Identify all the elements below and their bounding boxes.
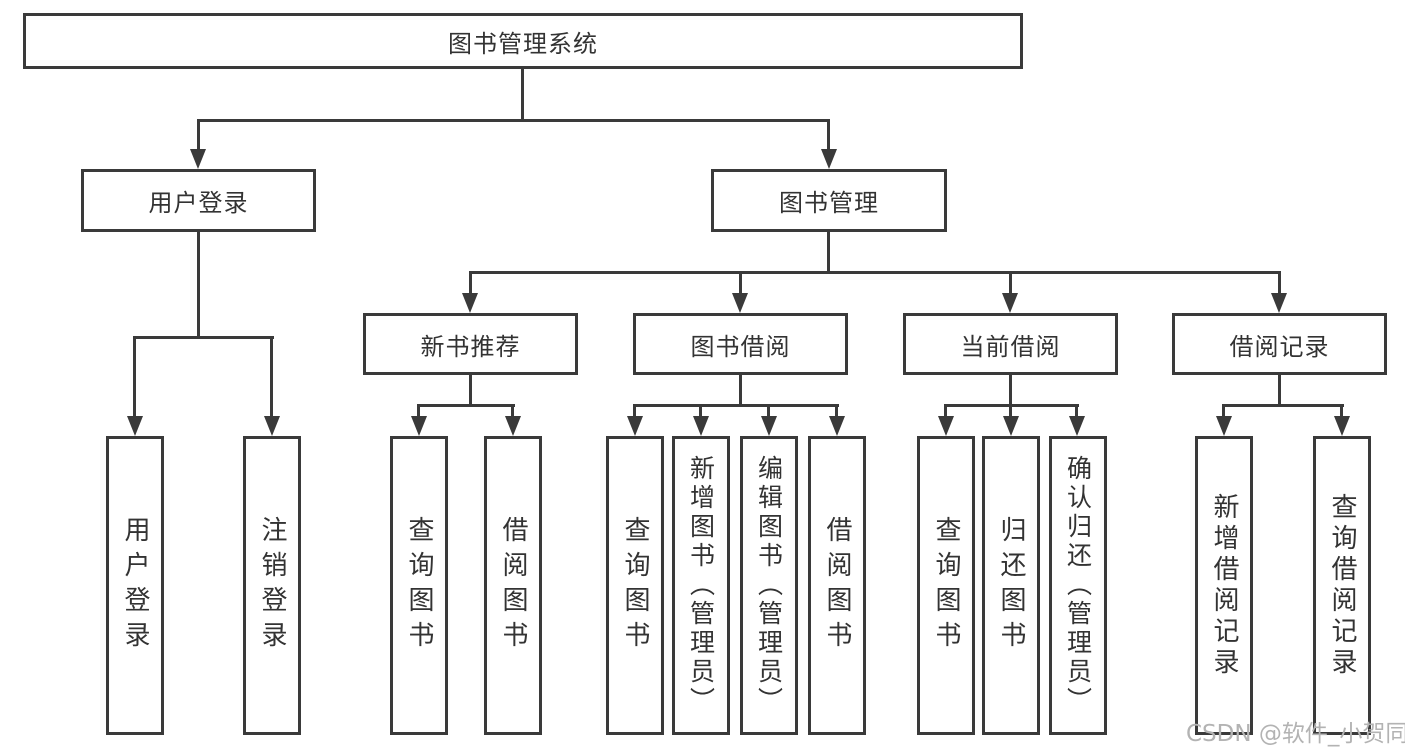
connector-line — [1075, 404, 1078, 418]
node-root-system: 图书管理系统 — [23, 13, 1023, 69]
leaf-return-books: 归还图书 — [982, 436, 1040, 735]
arrowhead-icon — [1216, 416, 1232, 436]
connector-line — [270, 336, 273, 418]
leaf-logout-label: 注销登录 — [257, 515, 287, 656]
connector-line — [197, 119, 200, 151]
arrowhead-icon — [127, 416, 143, 436]
arrowhead-icon — [411, 416, 427, 436]
leaf-current-query-books: 查询图书 — [917, 436, 975, 735]
arrowhead-icon — [821, 149, 837, 169]
leaf-edit-books-admin-label: 编辑图书（管理员） — [754, 455, 784, 716]
connector-line — [521, 69, 524, 120]
connector-line — [835, 404, 838, 418]
leaf-query-borrow-record-label: 查询借阅记录 — [1327, 492, 1357, 679]
connector-line — [1278, 271, 1281, 295]
connector-line — [827, 119, 830, 151]
node-user-login: 用户登录 — [81, 169, 316, 232]
connector-line — [1340, 404, 1343, 418]
connector-line — [1222, 404, 1225, 418]
leaf-query-borrow-record: 查询借阅记录 — [1313, 436, 1371, 735]
arrowhead-icon — [761, 416, 777, 436]
leaf-borrow-books: 借阅图书 — [808, 436, 866, 735]
leaf-add-books-admin: 新增图书（管理员） — [672, 436, 730, 735]
connector-line — [469, 271, 472, 295]
node-book-borrow: 图书借阅 — [633, 313, 848, 375]
leaf-user-login-label: 用户登录 — [120, 515, 150, 656]
leaf-add-books-admin-label: 新增图书（管理员） — [686, 455, 716, 716]
arrowhead-icon — [627, 416, 643, 436]
connector-line — [469, 375, 472, 406]
connector-line — [699, 404, 702, 418]
leaf-recommend-query-books-label: 查询图书 — [404, 515, 434, 656]
arrowhead-icon — [1334, 416, 1350, 436]
leaf-recommend-borrow-books: 借阅图书 — [484, 436, 542, 735]
node-current-borrow: 当前借阅 — [903, 313, 1118, 375]
csdn-watermark: CSDN @软件_小贺同学 — [1186, 721, 1405, 747]
leaf-current-query-books-label: 查询图书 — [931, 515, 961, 656]
leaf-borrow-books-label: 借阅图书 — [822, 515, 852, 656]
arrowhead-icon — [1002, 293, 1018, 313]
connector-line — [1009, 375, 1012, 406]
connector-line — [1278, 375, 1281, 406]
connector-line — [633, 404, 839, 407]
arrowhead-icon — [1271, 293, 1287, 313]
connector-line — [417, 404, 420, 418]
node-borrow-records: 借阅记录 — [1172, 313, 1387, 375]
node-book-management: 图书管理 — [711, 169, 947, 232]
arrowhead-icon — [938, 416, 954, 436]
connector-line — [417, 404, 515, 407]
leaf-recommend-query-books: 查询图书 — [390, 436, 448, 735]
leaf-borrow-query-books-label: 查询图书 — [620, 515, 650, 656]
leaf-return-books-label: 归还图书 — [996, 515, 1026, 656]
arrowhead-icon — [190, 149, 206, 169]
arrowhead-icon — [693, 416, 709, 436]
arrowhead-icon — [462, 293, 478, 313]
connector-line — [827, 232, 830, 273]
leaf-recommend-borrow-books-label: 借阅图书 — [498, 515, 528, 656]
connector-line — [1009, 404, 1012, 418]
leaf-edit-books-admin: 编辑图书（管理员） — [740, 436, 798, 735]
leaf-confirm-return-admin-label: 确认归还（管理员） — [1063, 455, 1093, 716]
connector-line — [197, 232, 200, 338]
connector-line — [469, 271, 1281, 274]
connector-line — [633, 404, 636, 418]
arrowhead-icon — [732, 293, 748, 313]
connector-line — [739, 271, 742, 295]
arrowhead-icon — [829, 416, 845, 436]
connector-line — [197, 119, 830, 122]
leaf-add-borrow-record: 新增借阅记录 — [1195, 436, 1253, 735]
leaf-user-login: 用户登录 — [106, 436, 164, 735]
leaf-borrow-query-books: 查询图书 — [606, 436, 664, 735]
connector-line — [1009, 271, 1012, 295]
arrowhead-icon — [1003, 416, 1019, 436]
connector-line — [944, 404, 947, 418]
leaf-add-borrow-record-label: 新增借阅记录 — [1209, 492, 1239, 679]
arrowhead-icon — [505, 416, 521, 436]
connector-line — [767, 404, 770, 418]
leaf-confirm-return-admin: 确认归还（管理员） — [1049, 436, 1107, 735]
arrowhead-icon — [1069, 416, 1085, 436]
connector-line — [739, 375, 742, 406]
arrowhead-icon — [264, 416, 280, 436]
node-new-book-recommend: 新书推荐 — [363, 313, 578, 375]
leaf-logout: 注销登录 — [243, 436, 301, 735]
connector-line — [133, 336, 274, 339]
connector-line — [511, 404, 514, 418]
connector-line — [1222, 404, 1344, 407]
connector-line — [133, 336, 136, 418]
